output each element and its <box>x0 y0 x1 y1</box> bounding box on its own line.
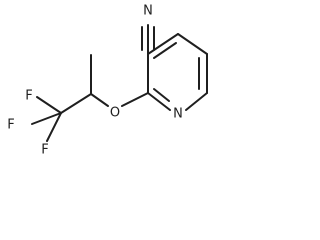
ring-inner-double-bond-1 <box>153 42 177 59</box>
cf3-bond-left-lower <box>31 112 62 125</box>
pyridine-ring: N <box>147 33 208 122</box>
fluorine-1-label: F <box>25 89 32 104</box>
ring-bond-c6-n1 <box>185 92 208 111</box>
ring-bond-n1-c2 <box>147 92 171 111</box>
ether-linkage: O <box>90 92 149 121</box>
ring-inner-double-bond-3 <box>153 88 170 102</box>
molecule-svg: N N O F F <box>7 4 208 158</box>
fluorine-3-label: F <box>41 143 48 158</box>
nitrile-group: N <box>141 4 155 55</box>
trifluoropropyl-side-chain: F F F <box>7 54 92 158</box>
ring-bond-c3-c4 <box>147 33 179 55</box>
ether-o-label: O <box>110 106 120 121</box>
ring-n-label: N <box>173 107 183 122</box>
ring-bond-c4-c5 <box>177 33 208 55</box>
cf3-bond-bottom <box>46 112 62 142</box>
chemical-structure-diagram: N N O F F <box>0 0 220 158</box>
chain-to-cf3-bond <box>60 93 92 114</box>
cf3-bond-left-upper <box>36 96 62 114</box>
oxygen-to-chiral-carbon-bond <box>90 93 109 107</box>
fluorine-2-label: F <box>7 118 14 133</box>
ring-to-oxygen-bond <box>121 92 149 107</box>
nitrile-n-label: N <box>143 4 153 19</box>
